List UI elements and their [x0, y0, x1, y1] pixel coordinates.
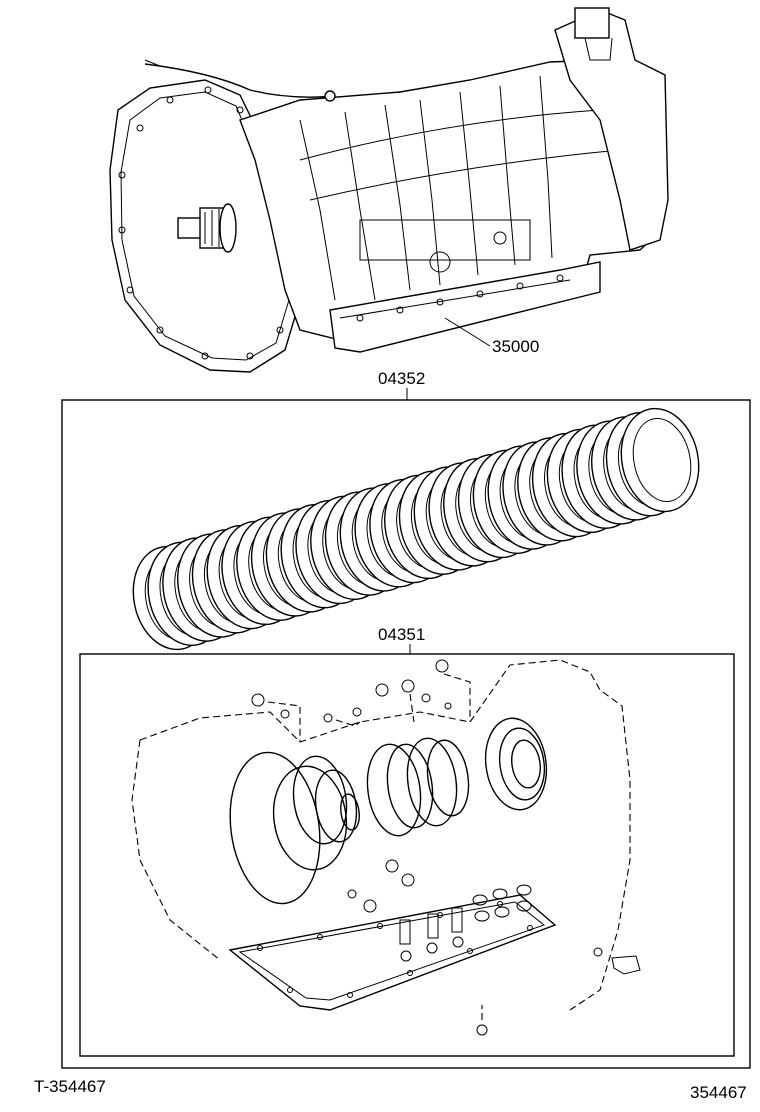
- clutch-kit-frame: [61, 399, 751, 1069]
- gasket-kit-drawing: [131, 659, 641, 1036]
- clutch-disc-inner: [632, 418, 692, 502]
- figure-code-left: T-354467: [34, 1077, 106, 1096]
- part-number-35000: 35000: [492, 337, 539, 356]
- clutch-disc-stack: [132, 407, 700, 651]
- transmission-assembly-drawing: [109, 7, 669, 373]
- gasket-kit-frame: [79, 653, 735, 1057]
- clutch-disc: [620, 407, 700, 513]
- leader-line-35000: [444, 317, 491, 347]
- figure-code-right: 354467: [690, 1083, 747, 1102]
- part-number-04351: 04351: [378, 625, 425, 644]
- part-number-04352: 04352: [378, 369, 425, 388]
